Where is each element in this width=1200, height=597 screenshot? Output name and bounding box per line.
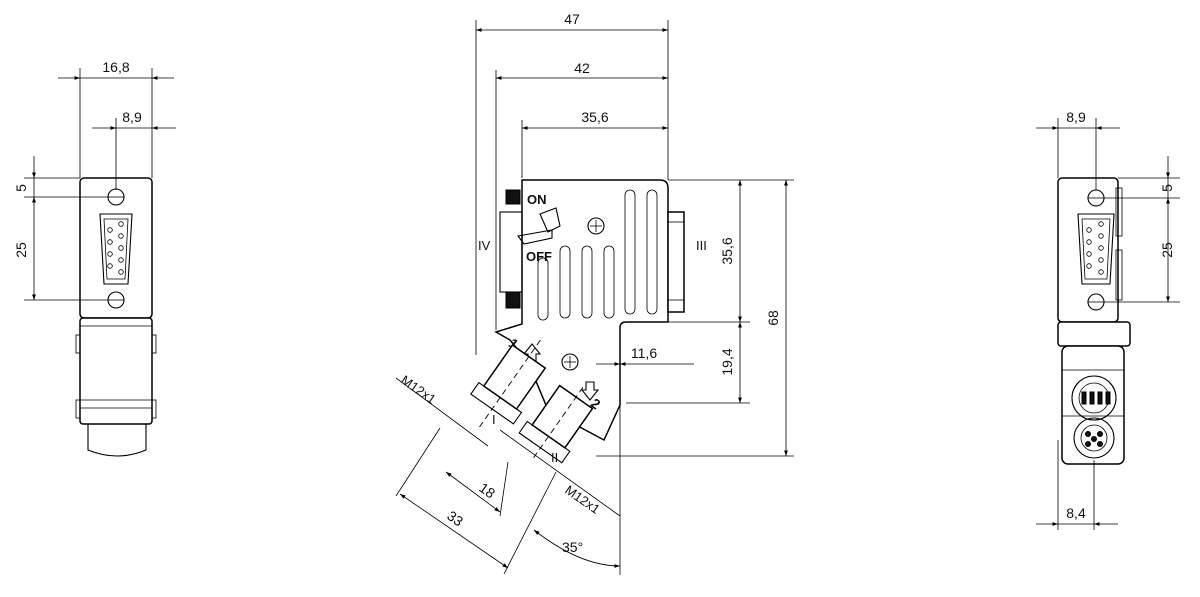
front-upper-screw [587, 217, 605, 235]
thread-1-leader [395, 377, 489, 447]
right-dim-pin-offset: 8,9 [1066, 109, 1086, 125]
switch-slot [499, 211, 523, 293]
left-dim-height: 25 [13, 242, 29, 258]
cable-port-2 [518, 384, 594, 464]
front-view: 47 42 35,6 ON OFF 1 2 [395, 11, 794, 575]
left-view: 16,8 8,9 5 25 [13, 59, 176, 457]
switch-bottom-block [505, 291, 521, 309]
left-dim-width: 16,8 [102, 59, 129, 75]
left-cable-boot [87, 424, 147, 457]
front-dim-top: 35,6 [581, 109, 608, 125]
switch-off-label: OFF [526, 249, 552, 264]
cable-port-1 [470, 339, 547, 431]
thread-1-label: M12x1 [398, 372, 439, 407]
front-dim-lower-height: 19,4 [719, 348, 735, 375]
front-dim-total-height: 68 [765, 310, 781, 326]
left-dsub-pins [107, 221, 124, 275]
front-dim-body: 42 [574, 60, 590, 76]
front-dim-upper-height: 35,6 [719, 237, 735, 264]
front-lower-screw [561, 353, 579, 371]
front-dim-overall: 47 [564, 11, 580, 27]
view-label-iv: IV [478, 238, 491, 253]
right-dim-bottom-width: 8,4 [1066, 505, 1086, 521]
right-dsub-socket [1077, 213, 1115, 285]
right-dim-height: 25 [1159, 242, 1175, 258]
view-label-iii: III [696, 238, 707, 253]
switch-top-block [505, 189, 521, 205]
right-m12-housing [1061, 345, 1125, 465]
front-angle: 35° [562, 539, 583, 555]
left-dim-pin-offset: 8,9 [122, 109, 142, 125]
switch-on-label: ON [527, 192, 547, 207]
front-side-flange [667, 211, 685, 313]
port-2-arrow [580, 381, 600, 401]
front-ribs [537, 189, 658, 321]
right-m12-port-2 [1073, 417, 1115, 459]
section-label-1: I [492, 412, 496, 427]
left-dim-top: 5 [13, 184, 29, 192]
left-cable-housing [79, 317, 153, 425]
front-dim-screw-offset: 11,6 [631, 345, 657, 361]
angle-arc [533, 529, 621, 568]
right-dim-top: 5 [1159, 184, 1175, 192]
right-lower-housing [1057, 321, 1131, 347]
right-view: 8,9 5 25 8,4 [1036, 109, 1180, 530]
section-label-2: II [551, 450, 558, 465]
thread-2-label: M12x1 [562, 482, 603, 517]
left-dsub-socket [99, 213, 133, 285]
right-dsub-pins [1086, 221, 1104, 275]
right-m12-port-1 [1071, 375, 1117, 421]
front-dim-spacing: 18 [476, 479, 498, 501]
left-connector-body [79, 177, 153, 319]
switch-lever [517, 229, 553, 245]
thread-2-leader [499, 429, 621, 517]
